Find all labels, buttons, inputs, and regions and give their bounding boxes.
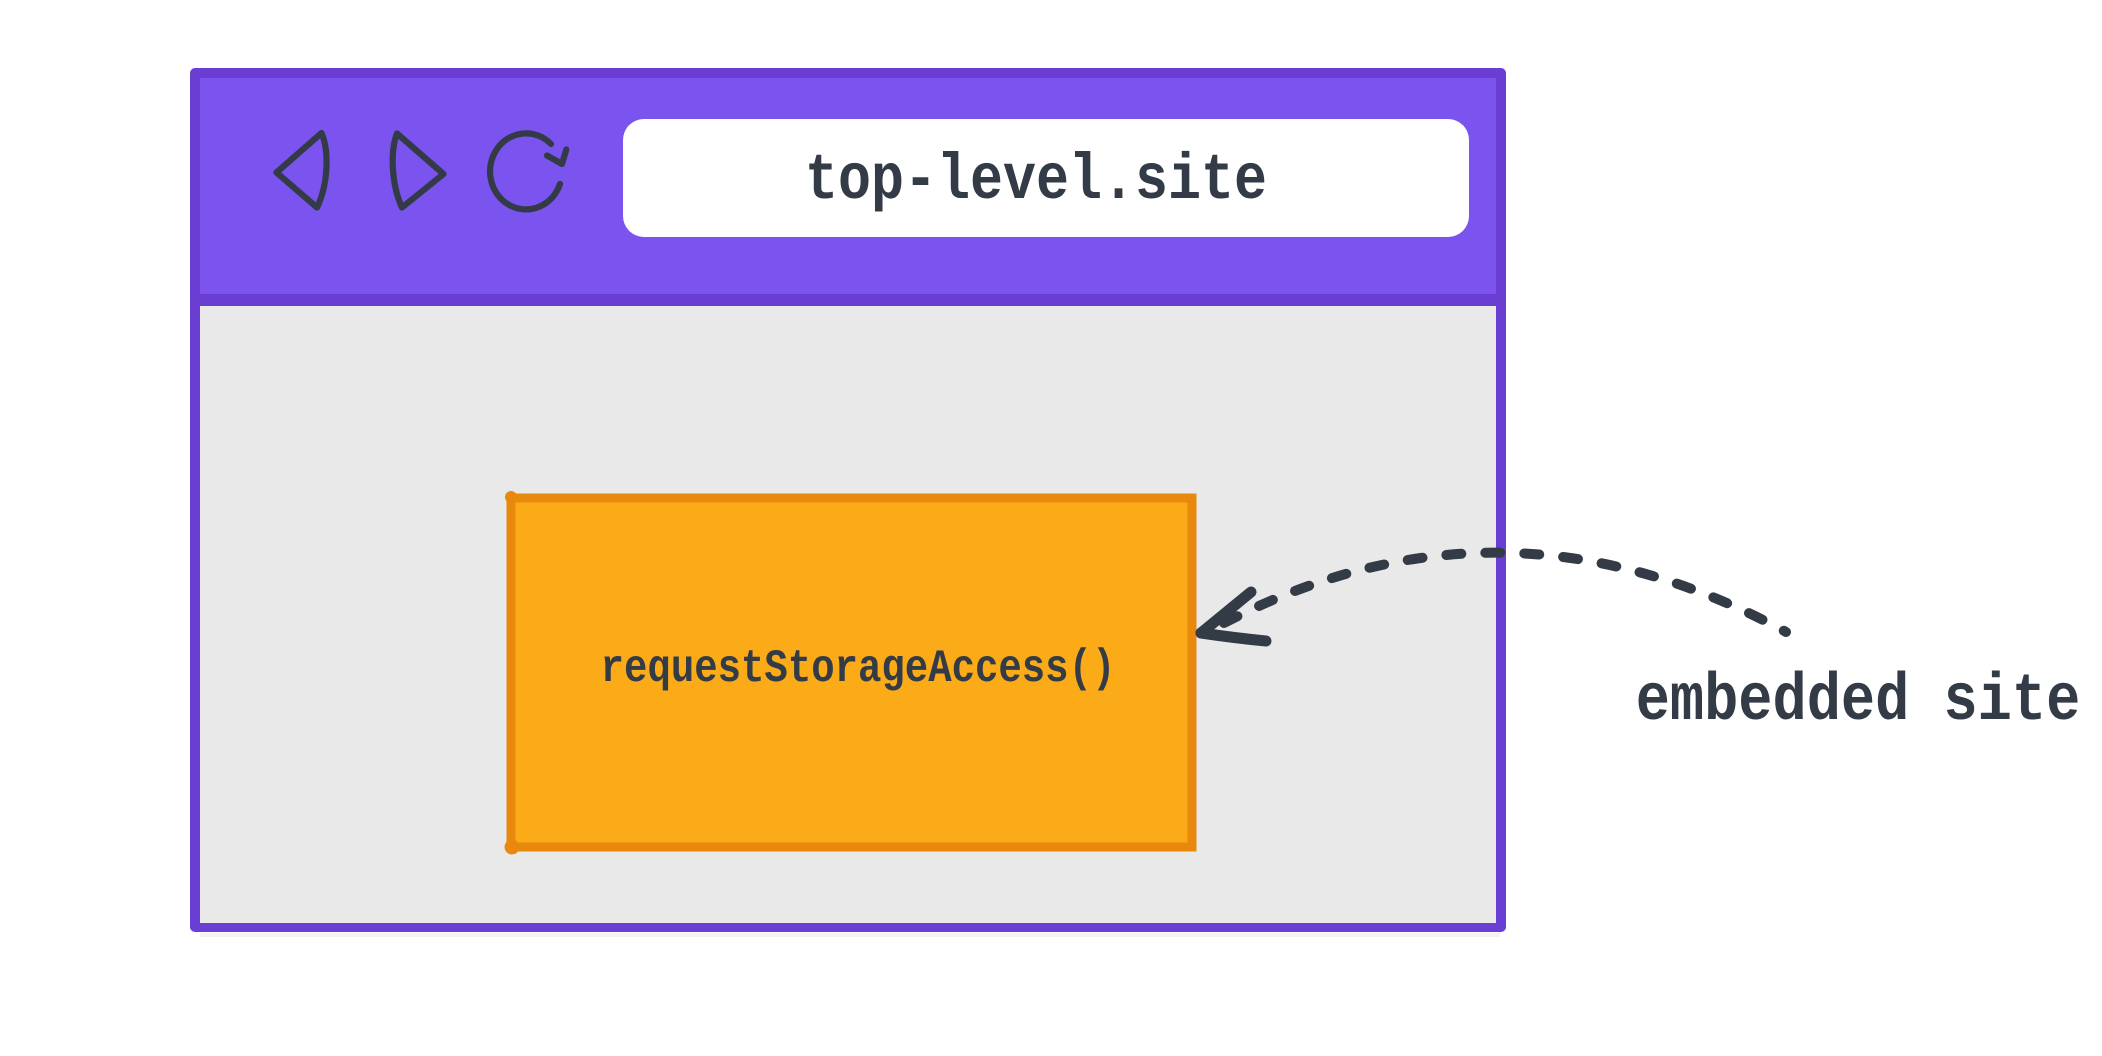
svg-text:top-level.site: top-level.site — [805, 145, 1267, 218]
svg-text:embedded site: embedded site — [1636, 663, 2081, 739]
svg-text:requestStorageAccess(): requestStorageAccess() — [601, 642, 1116, 695]
